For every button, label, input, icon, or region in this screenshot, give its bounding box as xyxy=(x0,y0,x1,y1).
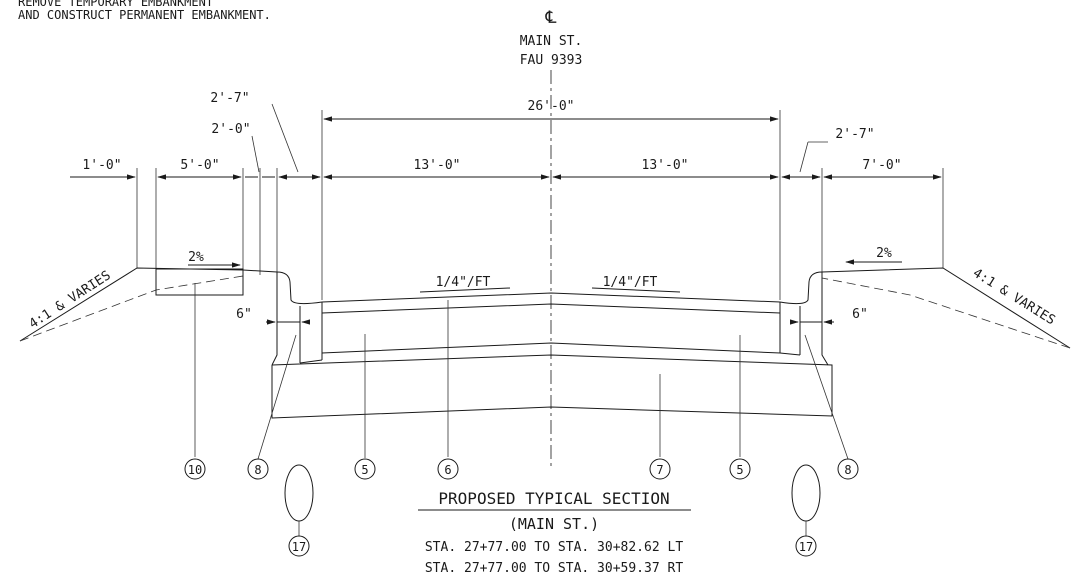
callout-leaders xyxy=(194,283,849,460)
svg-text:8: 8 xyxy=(254,463,261,477)
dim-left-2-7: 2'-7" xyxy=(210,91,249,106)
leader-right-2-7 xyxy=(799,141,809,173)
walk-slope-right: 2% xyxy=(876,246,892,261)
section-title: PROPOSED TYPICAL SECTION xyxy=(438,489,669,508)
dim-curb-left: 6" xyxy=(236,307,252,322)
left-curb-top xyxy=(276,271,323,305)
crown-underline-right xyxy=(591,287,681,293)
svg-text:10: 10 xyxy=(188,463,202,477)
svg-text:5: 5 xyxy=(736,463,743,477)
base-course-bottom xyxy=(321,342,781,354)
callout-8-left: 8 xyxy=(247,458,269,480)
station-range-lt: STA. 27+77.00 TO STA. 30+82.62 LT xyxy=(425,540,683,555)
leader-left-2-7 xyxy=(271,103,299,173)
callout-10: 10 xyxy=(184,458,206,480)
svg-text:17: 17 xyxy=(799,540,813,554)
crown-slope-left: 1/4"/FT xyxy=(436,275,491,290)
callout-17-right: 17 xyxy=(795,535,817,557)
dim-lane-left: 13'-0" xyxy=(414,158,461,173)
crown-underline-left xyxy=(419,287,511,293)
drainage-ellipse-left xyxy=(284,464,314,522)
centerline-street: MAIN ST. xyxy=(520,34,583,49)
dim-left-outer: 1'-0" xyxy=(82,158,121,173)
dim-right-outer: 7'-0" xyxy=(862,158,901,173)
right-curb-back xyxy=(821,272,829,366)
slope-left: 4:1 & VARIES xyxy=(27,268,114,332)
svg-text:8: 8 xyxy=(844,463,851,477)
surface-course-top xyxy=(321,292,781,303)
svg-text:6: 6 xyxy=(444,463,451,477)
section-subtitle: (MAIN ST.) xyxy=(509,515,599,533)
surface-course-bottom xyxy=(321,303,781,314)
dim-overall: 26'-0" xyxy=(528,99,575,114)
callout-7: 7 xyxy=(649,458,671,480)
left-sidewalk xyxy=(155,268,244,296)
subbase-course xyxy=(271,354,833,419)
walk-slope-left: 2% xyxy=(188,250,204,265)
callout-5-left: 5 xyxy=(354,458,376,480)
callout-8-right: 8 xyxy=(837,458,859,480)
note-line-2: AND CONSTRUCT PERMANENT EMBANKMENT. xyxy=(18,8,271,22)
crown-slope-right: 1/4"/FT xyxy=(603,275,658,290)
centerline-route: FAU 9393 xyxy=(520,53,583,68)
callout-6: 6 xyxy=(437,458,459,480)
right-ground-line xyxy=(821,267,1071,349)
dim-left-walk: 5'-0" xyxy=(180,158,219,173)
right-curb-top xyxy=(779,271,823,305)
callout-5-right: 5 xyxy=(729,458,751,480)
left-curb-back xyxy=(271,272,278,366)
drainage-ellipse-right xyxy=(791,464,821,522)
dim-lane-right: 13'-0" xyxy=(642,158,689,173)
station-range-rt: STA. 27+77.00 TO STA. 30+59.37 RT xyxy=(425,561,683,576)
svg-text:5: 5 xyxy=(361,463,368,477)
dim-curb-right: 6" xyxy=(852,307,868,322)
svg-text:17: 17 xyxy=(292,540,306,554)
dim-left-2-0: 2'-0" xyxy=(211,122,250,137)
extension-lines xyxy=(136,110,944,355)
right-existing-ground xyxy=(821,277,1071,349)
callout-17-left: 17 xyxy=(288,535,310,557)
note-line-1: REMOVE TEMPORARY EMBANKMENT xyxy=(18,0,213,9)
centerline-symbol: ℄ xyxy=(545,8,557,28)
leader-left-2-0 xyxy=(251,135,260,173)
svg-text:7: 7 xyxy=(656,463,663,477)
dim-right-2-7: 2'-7" xyxy=(835,127,874,142)
